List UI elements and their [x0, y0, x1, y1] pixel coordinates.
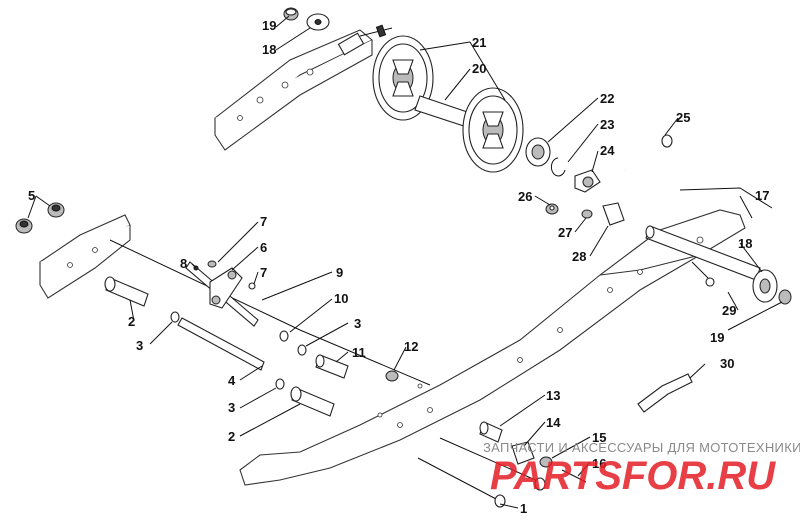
callout-20: 20 — [472, 61, 486, 76]
callout-5: 5 — [28, 188, 35, 203]
callout-1: 1 — [520, 501, 527, 516]
callout-25: 25 — [676, 110, 690, 125]
watermark-tagline: ЗАПЧАСТИ И АКСЕССУАРЫ ДЛЯ МОТОТЕХНИКИ — [483, 440, 800, 455]
callout-19-top: 19 — [262, 18, 276, 33]
callout-16: 16 — [592, 456, 606, 471]
callout-2-upper: 2 — [128, 314, 135, 329]
callout-numbers: 19 18 21 20 22 23 24 25 26 27 28 17 18 2… — [28, 18, 769, 516]
clamp-28 — [602, 202, 625, 226]
bushing-5-upper — [47, 202, 65, 218]
nut-27 — [581, 209, 593, 219]
shaft-4 — [177, 317, 265, 371]
callout-23: 23 — [600, 117, 614, 132]
callout-28: 28 — [572, 249, 586, 264]
upper-rail-section — [214, 29, 374, 151]
callout-19-right: 19 — [710, 330, 724, 345]
callout-12: 12 — [404, 339, 418, 354]
washer-3-c — [275, 378, 285, 390]
washer-10 — [279, 330, 289, 342]
snap-ring-23 — [550, 157, 566, 177]
callout-2-lower: 2 — [228, 429, 235, 444]
callout-8: 8 — [180, 256, 187, 271]
callout-18-top: 18 — [262, 42, 276, 57]
spacer-12 — [385, 370, 399, 382]
bracket-14 — [511, 441, 535, 465]
bearing-22 — [525, 137, 551, 167]
nut-26 — [545, 203, 559, 215]
callout-18-right: 18 — [738, 236, 752, 251]
adjuster-bolt-25 — [624, 134, 673, 171]
callout-7-top: 7 — [260, 214, 267, 229]
bolt-7-side — [248, 282, 256, 290]
left-rail-section — [39, 214, 131, 299]
bushing-19-right — [778, 289, 792, 305]
washer-3-a — [170, 311, 180, 323]
washer-15 — [539, 456, 553, 468]
callout-9: 9 — [336, 265, 343, 280]
callout-27: 27 — [558, 225, 572, 240]
spacer-tube-2-upper — [104, 276, 149, 307]
callout-13: 13 — [546, 388, 560, 403]
callout-11: 11 — [352, 345, 366, 360]
callout-22: 22 — [600, 91, 614, 106]
idler-wheel-left — [372, 35, 434, 121]
spacer-tube-2-lower — [290, 386, 335, 417]
long-bolt-1 — [417, 457, 506, 508]
callout-14: 14 — [546, 415, 561, 430]
callout-29: 29 — [722, 303, 736, 318]
callout-21: 21 — [472, 35, 486, 50]
callout-7-side: 7 — [260, 265, 267, 280]
adjuster-block-24 — [574, 169, 601, 193]
bracket-30 — [637, 373, 693, 413]
callout-3-b: 3 — [354, 316, 361, 331]
callout-24: 24 — [600, 143, 615, 158]
washer-3-b — [297, 344, 307, 356]
callout-3-a: 3 — [136, 338, 143, 353]
spacer-11 — [315, 354, 349, 379]
main-slide-rail — [239, 209, 746, 486]
callout-4: 4 — [228, 373, 236, 388]
wheel-hub-18 — [752, 269, 778, 303]
arm-6 — [209, 267, 243, 309]
callout-6: 6 — [260, 240, 267, 255]
axle-bolt-top — [337, 24, 393, 56]
watermark: ЗАПЧАСТИ И АКСЕССУАРЫ ДЛЯ МОТОТЕХНИКИ PA… — [483, 440, 800, 498]
watermark-logo: PARTSFOR.RU — [490, 454, 776, 498]
bolt-16 — [561, 469, 587, 483]
bolt-29 — [691, 261, 715, 287]
idler-wheel-right — [462, 87, 524, 173]
callout-3-c: 3 — [228, 400, 235, 415]
washer-18-top — [306, 13, 330, 31]
callout-30: 30 — [720, 356, 734, 371]
bushing-5-lower — [15, 218, 33, 234]
bolt-7-top — [207, 260, 217, 268]
callout-26: 26 — [518, 189, 532, 204]
spacer-13 — [479, 421, 503, 443]
leader-lines — [27, 15, 783, 509]
callout-15: 15 — [592, 430, 606, 445]
callout-10: 10 — [334, 291, 348, 306]
callout-17: 17 — [755, 188, 769, 203]
